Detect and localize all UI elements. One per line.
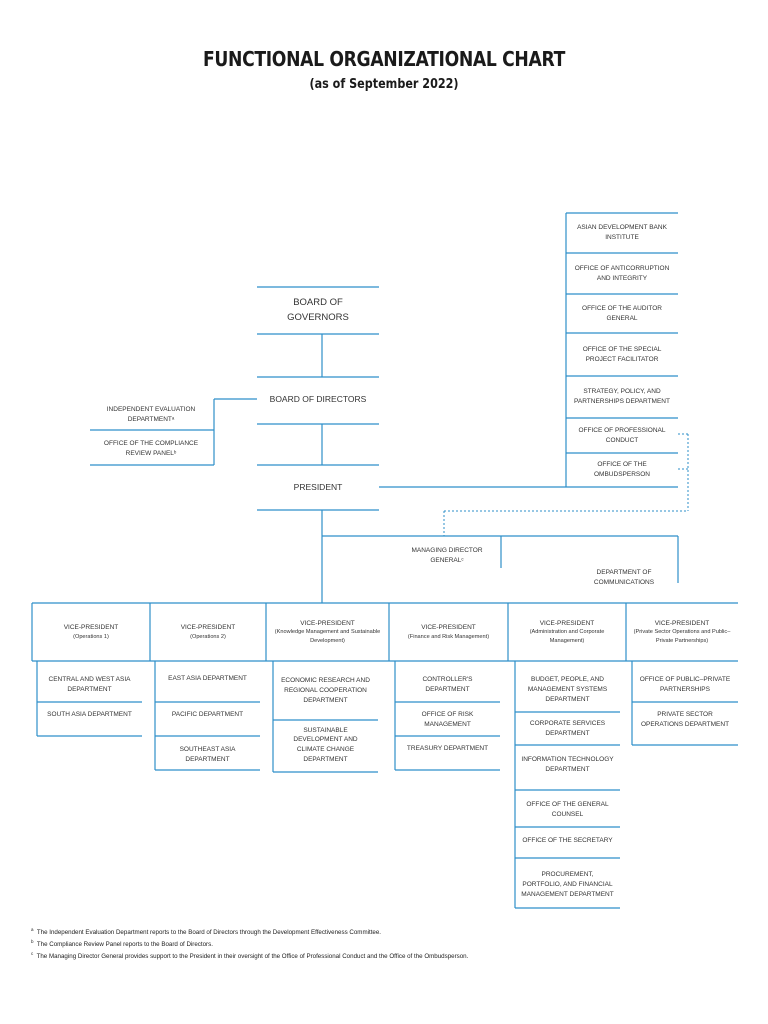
dept-treasury: TREASURY DEPARTMENT <box>406 745 489 753</box>
communications-box: DEPARTMENT OF COMMUNICATIONS <box>593 569 655 586</box>
dept-procurement: PROCUREMENT, PORTFOLIO, AND FINANCIAL MA… <box>521 871 614 898</box>
vp-operations-2-box: VICE-PRESIDENT (Operations 2) <box>150 603 266 661</box>
strategy-policy-box: STRATEGY, POLICY, AND PARTNERSHIPS DEPAR… <box>574 388 670 405</box>
dept-corporate-services: CORPORATE SERVICES DEPARTMENT <box>529 719 606 737</box>
special-project-facilitator-box: OFFICE OF THE SPECIAL PROJECT FACILITATO… <box>582 345 662 363</box>
footnote-mark: a <box>31 927 34 932</box>
vp-subtitle: (Knowledge Management and Sustainable De… <box>274 629 381 644</box>
footnote-text: The Managing Director General provides s… <box>36 953 469 961</box>
dept-secretary: OFFICE OF THE SECRETARY <box>522 837 613 845</box>
ombudsperson-box: OFFICE OF THE OMBUDSPERSON <box>594 461 650 478</box>
professional-conduct-box: OFFICE OF PROFESSIONAL CONDUCT <box>578 426 666 444</box>
dept-economic-research: ECONOMIC RESEARCH AND REGIONAL COOPERATI… <box>281 677 370 704</box>
dept-budget-people: BUDGET, PEOPLE, AND MANAGEMENT SYSTEMS D… <box>527 676 608 703</box>
dept-central-west-asia: CENTRAL AND WEST ASIA DEPARTMENT <box>48 676 131 693</box>
dept-east-asia: EAST ASIA DEPARTMENT <box>168 675 247 683</box>
vp-title: VICE-PRESIDENT <box>539 619 595 627</box>
vp-subtitle: (Operations 2) <box>190 633 226 640</box>
dept-general-counsel: OFFICE OF THE GENERAL COUNSEL <box>526 800 609 818</box>
dept-sustainable-development: SUSTAINABLE DEVELOPMENT AND CLIMATE CHAN… <box>293 726 358 763</box>
vp-subtitle: (Administration and Corporate Management… <box>529 629 605 644</box>
vp-subtitle: (Finance and Risk Management) <box>407 633 490 640</box>
chart-subtitle: (as of September 2022) <box>309 77 459 92</box>
footnote-b: b The Compliance Review Panel reports to… <box>31 939 213 948</box>
chart-title: FUNCTIONAL ORGANIZATIONAL CHART <box>203 47 565 71</box>
dept-southeast-asia: SOUTHEAST ASIA DEPARTMENT <box>179 746 236 763</box>
vp-subtitle: (Private Sector Operations and Public–Pr… <box>633 629 731 644</box>
vp-title: VICE-PRESIDENT <box>63 623 119 631</box>
dept-risk-management: OFFICE OF RISK MANAGEMENT <box>421 711 474 728</box>
vp-title: VICE-PRESIDENT <box>300 619 355 627</box>
board-of-directors-box: BOARD OF DIRECTORS <box>269 393 367 404</box>
adb-institute-box: ASIAN DEVELOPMENT BANK INSTITUTE <box>577 224 667 241</box>
vp-finance-box: VICE-PRESIDENT (Finance and Risk Managem… <box>389 603 508 661</box>
footnote-text: The Independent Evaluation Department re… <box>36 929 382 937</box>
auditor-general-box: OFFICE OF THE AUDITOR GENERAL <box>582 304 662 322</box>
managing-director-general-box: MANAGING DIRECTOR GENERALᶜ <box>411 547 483 564</box>
independent-evaluation-box: INDEPENDENT EVALUATION DEPARTMENTᵃ <box>106 405 196 423</box>
dept-pacific: PACIFIC DEPARTMENT <box>171 711 244 719</box>
dept-controllers: CONTROLLER'S DEPARTMENT <box>422 676 473 693</box>
president-box: PRESIDENT <box>293 482 343 493</box>
vp-private-sector-box: VICE-PRESIDENT (Private Sector Operation… <box>626 603 738 661</box>
vp-knowledge-box: VICE-PRESIDENT (Knowledge Management and… <box>266 603 389 661</box>
dept-public-private-partnerships: OFFICE OF PUBLIC–PRIVATE PARTNERSHIPS <box>639 676 731 693</box>
board-of-governors-box: BOARD OF GOVERNORS <box>287 297 349 323</box>
vp-subtitle: (Operations 1) <box>73 633 109 640</box>
compliance-review-panel-box: OFFICE OF THE COMPLIANCE REVIEW PANELᵇ <box>103 439 199 457</box>
footnote-a: a The Independent Evaluation Department … <box>31 927 381 936</box>
footnote-c: c The Managing Director General provides… <box>31 951 468 960</box>
vp-title: VICE-PRESIDENT <box>421 623 476 631</box>
dept-information-technology: INFORMATION TECHNOLOGY DEPARTMENT <box>521 756 614 773</box>
anticorruption-box: OFFICE OF ANTICORRUPTION AND INTEGRITY <box>574 264 670 282</box>
footnote-mark: b <box>31 939 34 944</box>
vp-title: VICE-PRESIDENT <box>180 623 236 631</box>
dept-private-sector-operations: PRIVATE SECTOR OPERATIONS DEPARTMENT <box>640 711 730 728</box>
footnote-text: The Compliance Review Panel reports to t… <box>36 941 213 949</box>
footnote-mark: c <box>31 951 34 956</box>
vp-title: VICE-PRESIDENT <box>654 619 710 627</box>
vp-administration-box: VICE-PRESIDENT (Administration and Corpo… <box>508 603 626 661</box>
dept-south-asia: SOUTH ASIA DEPARTMENT <box>47 711 132 719</box>
vp-operations-1-box: VICE-PRESIDENT (Operations 1) <box>32 603 150 661</box>
